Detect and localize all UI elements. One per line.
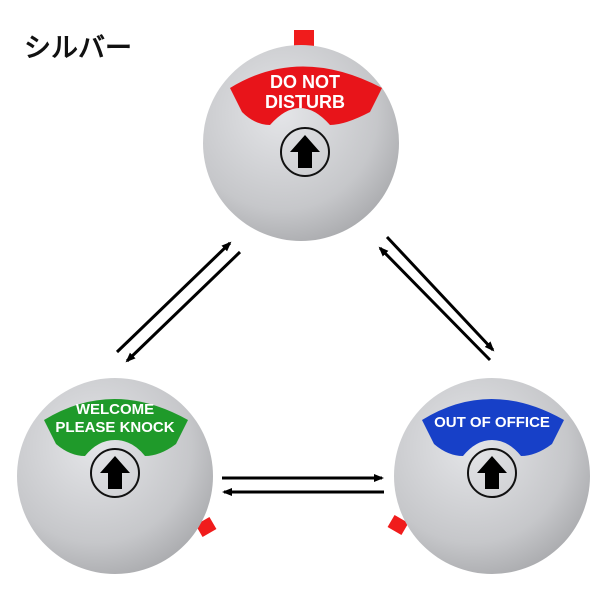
status-text-line1: WELCOME <box>76 401 154 418</box>
title: シルバー <box>24 33 132 63</box>
status-text-line2: PLEASE KNOCK <box>55 419 174 436</box>
status-text-line1: OUT OF OFFICE <box>434 414 550 431</box>
arrow-up-icon <box>467 448 517 498</box>
status-window <box>422 399 564 456</box>
status-window <box>230 66 382 125</box>
arrow-up-icon <box>280 127 330 177</box>
dial-welcome: WELCOME PLEASE KNOCK <box>17 378 217 574</box>
arrow-welcome-to-dnd <box>115 241 232 354</box>
status-text-line2: DISTURB <box>265 92 345 112</box>
status-text-line1: DO NOT <box>270 72 340 92</box>
dial-out-of-office: OUT OF OFFICE <box>387 378 590 574</box>
arrow-dnd-to-welcome <box>125 250 242 363</box>
transition-arrows <box>115 235 495 496</box>
arrow-dnd-to-out <box>385 235 495 352</box>
red-tab <box>294 30 314 48</box>
dial-do-not-disturb: DO NOT DISTURB <box>203 30 399 241</box>
arrow-out-to-dnd <box>378 246 492 362</box>
red-tab <box>387 514 409 536</box>
status-window <box>44 399 188 456</box>
arrow-up-icon <box>90 448 140 498</box>
